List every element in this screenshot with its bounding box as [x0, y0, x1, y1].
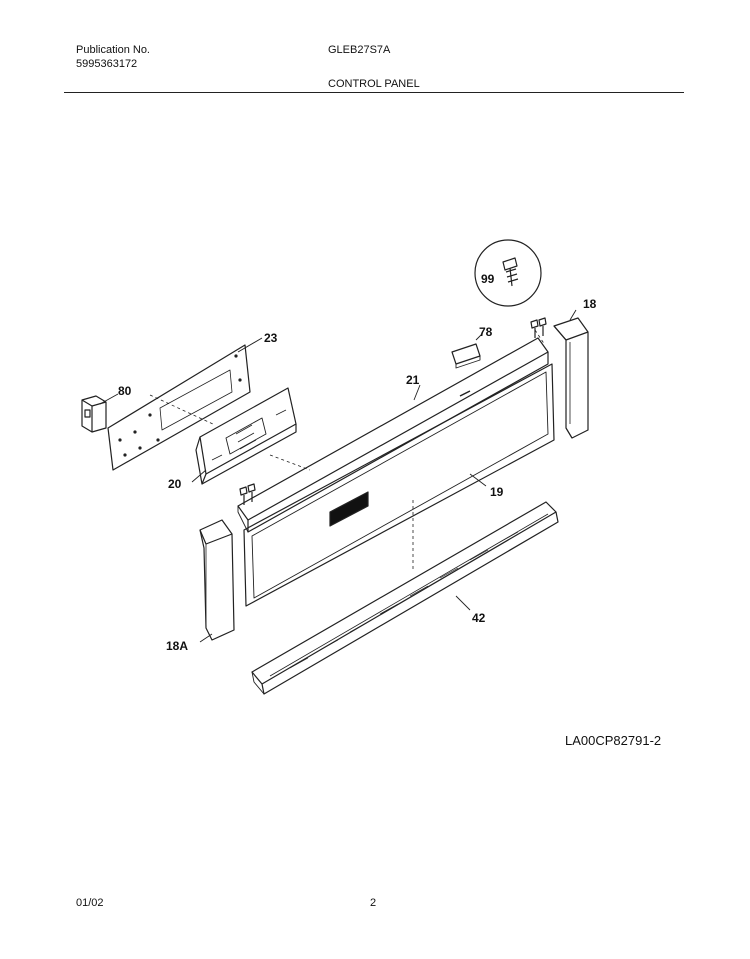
callout-42: 42	[472, 611, 486, 625]
page-number: 2	[370, 897, 377, 909]
callout-80: 80	[118, 384, 132, 398]
callout-78: 78	[479, 325, 493, 339]
assembly-guide-lines	[149, 329, 546, 570]
part-21-top-trim	[237, 337, 549, 533]
model-number: GLEB27S7A	[328, 44, 391, 56]
part-18-right-end-cap	[553, 317, 589, 439]
callout-18: 18	[583, 297, 597, 311]
diagram-reference-code: LA00CP82791-2	[565, 733, 662, 748]
part-19-overlay	[243, 363, 555, 607]
vent-slot	[329, 491, 369, 527]
part-18a-left-end-cap	[199, 519, 235, 641]
callout-99: 99	[481, 272, 495, 286]
publication-label: Publication No.	[76, 44, 150, 56]
callout-20: 20	[168, 477, 182, 491]
part-42-vent-trim	[251, 501, 559, 695]
screws	[239, 317, 547, 505]
footer-date: 01/02	[76, 897, 104, 909]
part-99-screw-inset	[474, 239, 542, 307]
part-20-control-module	[195, 387, 297, 485]
part-78-clip	[451, 343, 481, 369]
callout-23: 23	[264, 331, 278, 345]
part-23-panel	[107, 344, 251, 471]
callout-18a: 18A	[166, 639, 188, 653]
callout-19: 19	[490, 485, 504, 499]
part-80-bracket	[81, 395, 107, 433]
header-rule	[64, 92, 684, 93]
leader-lines	[99, 309, 577, 643]
callout-21: 21	[406, 373, 420, 387]
publication-number: 5995363172	[76, 58, 138, 70]
section-title: CONTROL PANEL	[328, 78, 420, 90]
